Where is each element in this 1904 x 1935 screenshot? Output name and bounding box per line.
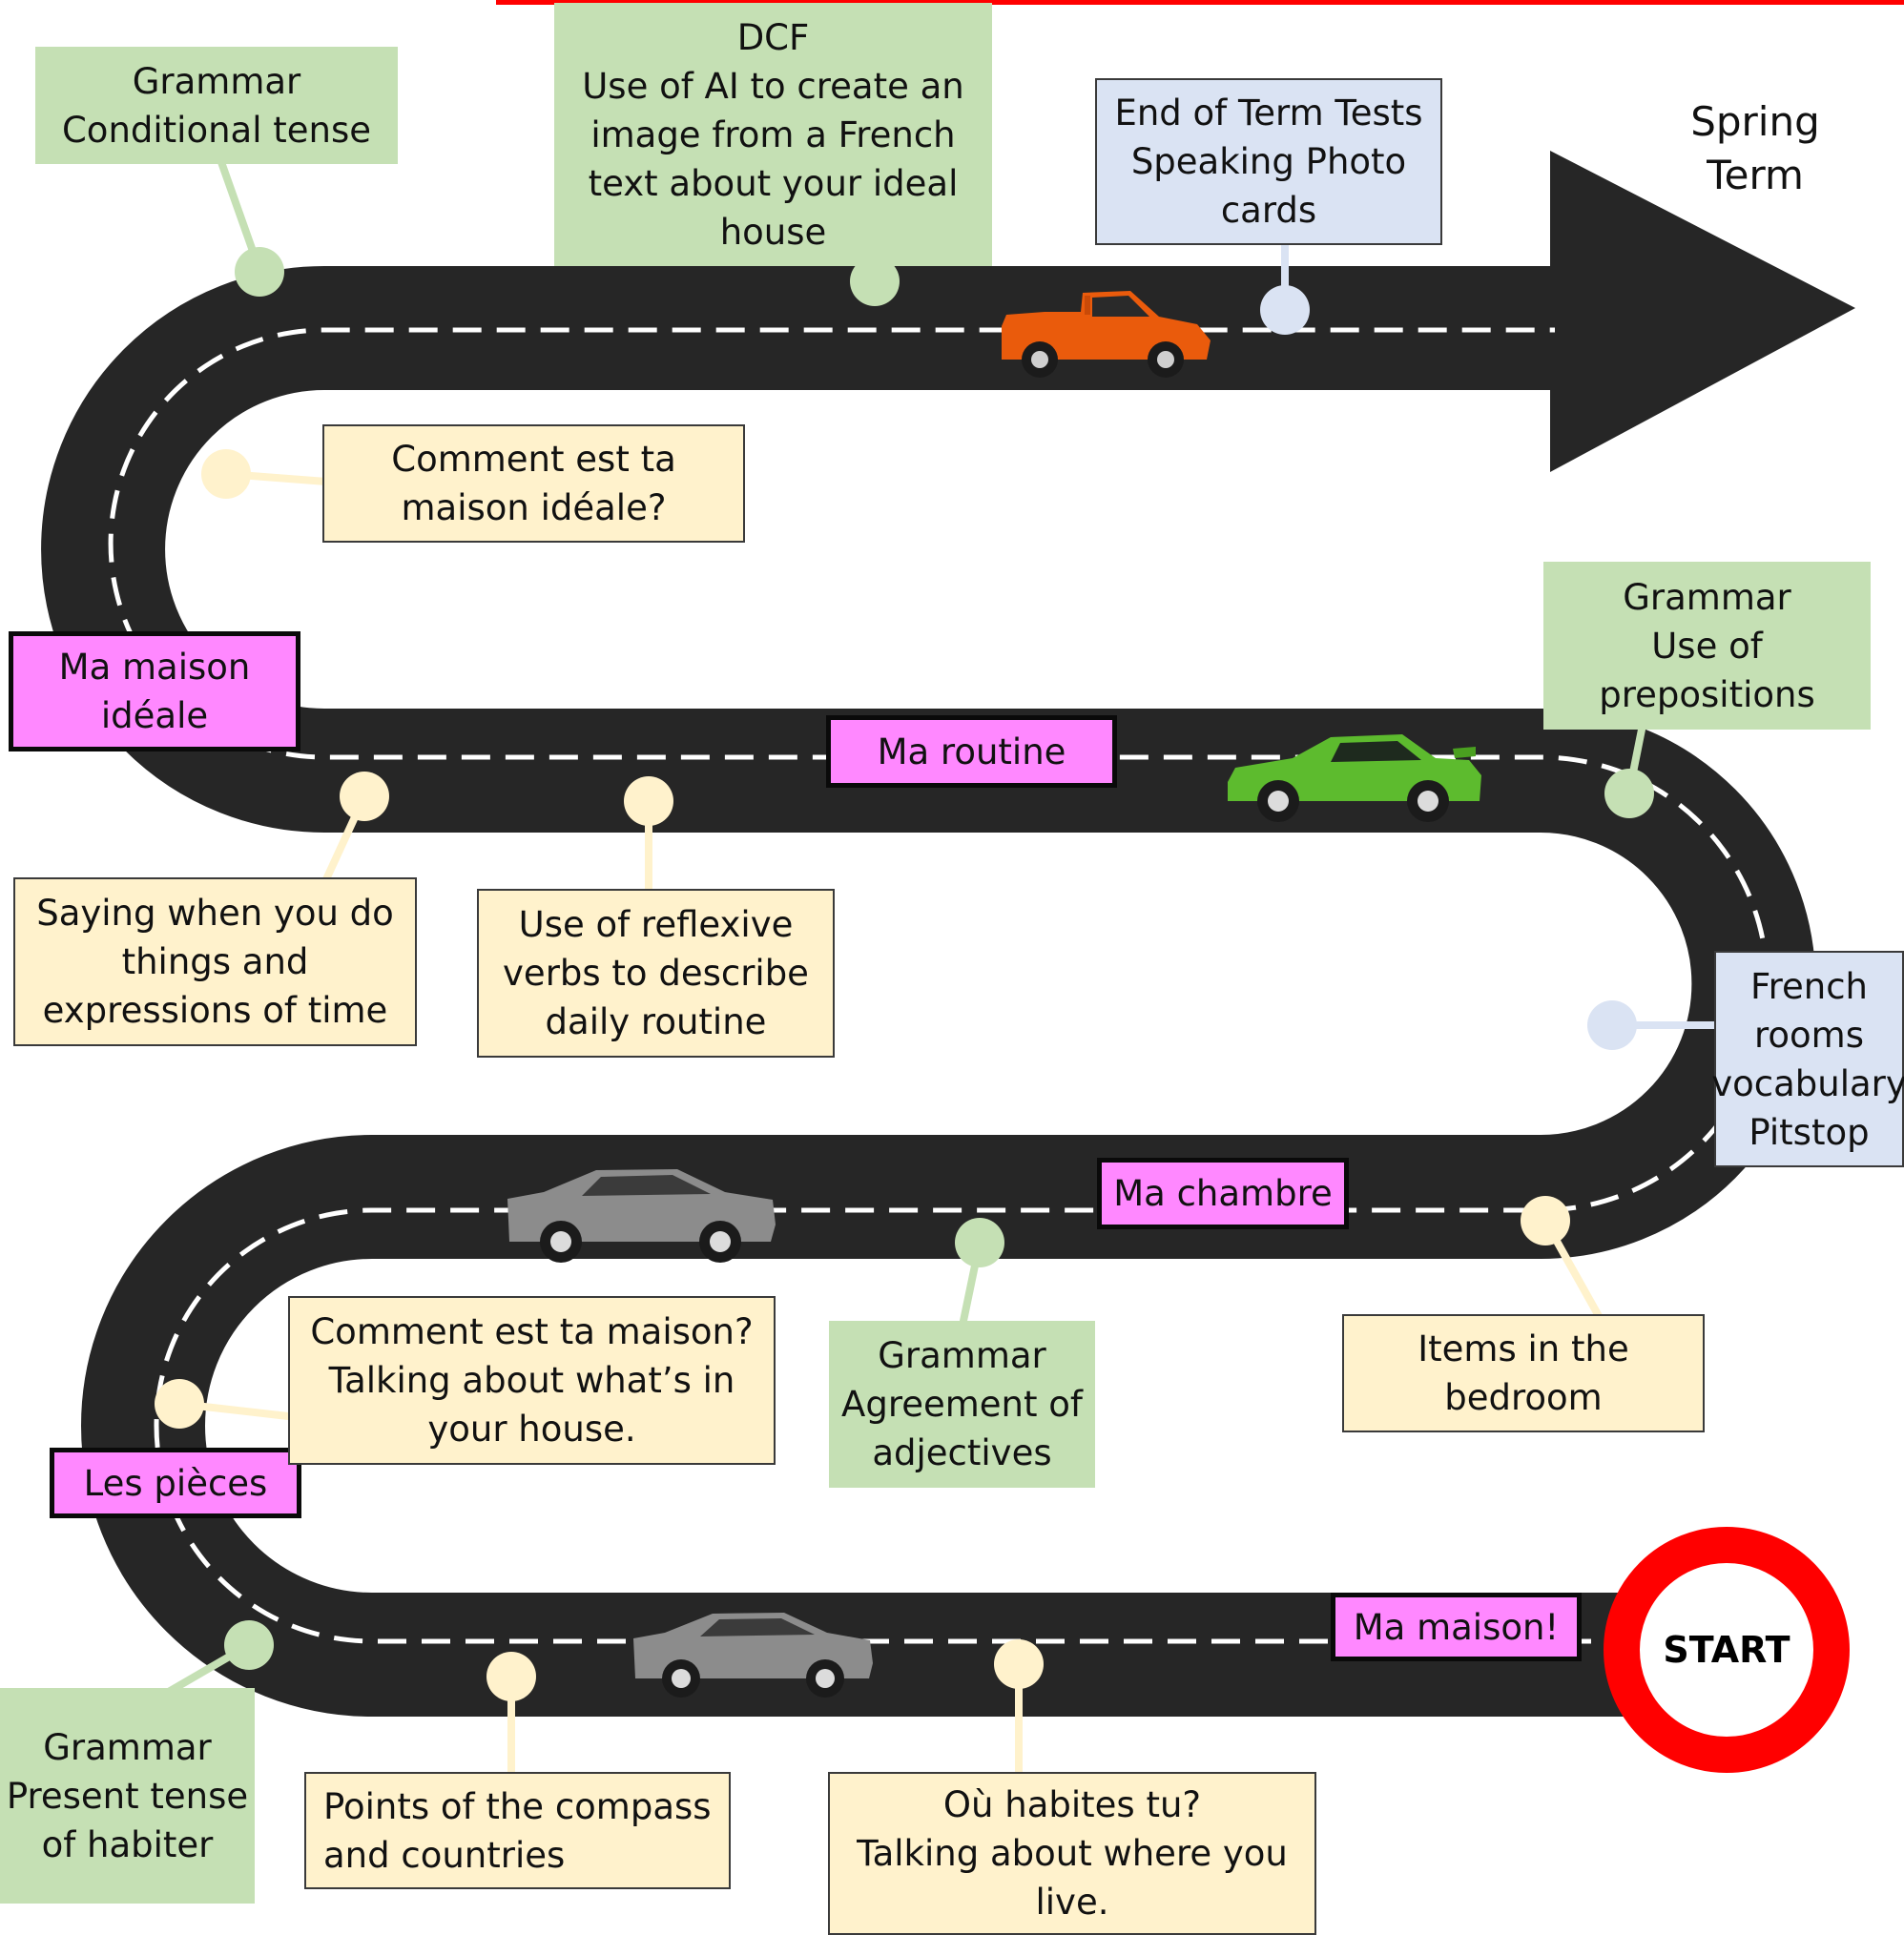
topic-items-in-bedroom: Items in the bedroom: [1342, 1314, 1705, 1432]
topic-present-tense-habiter: Grammar Present tense of habiter: [0, 1688, 255, 1904]
milestone-dot: [486, 1652, 536, 1701]
topic-rooms-vocabulary-pitstop: French rooms vocabulary Pitstop: [1711, 951, 1904, 1167]
unit-ma-maison-ideale: Ma maison idéale: [9, 631, 300, 751]
topic-agreement-adjectives: Grammar Agreement of adjectives: [829, 1321, 1095, 1488]
milestone-dot: [235, 247, 284, 297]
topic-expressions-of-time: Saying when you do things and expression…: [13, 877, 417, 1046]
start-ring: [1604, 1527, 1850, 1773]
milestone-dot: [850, 257, 900, 306]
milestone-dot: [155, 1379, 204, 1429]
topic-end-of-term-tests: End of Term Tests Speaking Photo cards: [1095, 78, 1442, 245]
topic-comment-est-ta-maison-ideale: Comment est ta maison idéale?: [322, 424, 745, 543]
milestone-dot: [955, 1218, 1004, 1267]
milestone-dot: [994, 1639, 1044, 1689]
sedan-car-icon: [507, 1169, 776, 1263]
road-arrowhead: [1550, 151, 1855, 472]
sports-car-icon: [1228, 734, 1481, 822]
topic-use-of-prepositions: Grammar Use of prepositions: [1543, 562, 1871, 730]
unit-ma-routine: Ma routine: [826, 715, 1117, 788]
pickup-truck-icon: [1002, 291, 1211, 378]
milestone-dot: [1587, 1000, 1637, 1050]
unit-les-pieces: Les pièces: [50, 1448, 301, 1518]
milestone-dot: [1604, 769, 1654, 818]
topic-dcf-ai-image: DCF Use of AI to create an image from a …: [554, 3, 992, 266]
unit-ma-chambre: Ma chambre: [1097, 1158, 1349, 1229]
topic-reflexive-verbs: Use of reflexive verbs to describe daily…: [477, 889, 835, 1058]
start-label: START: [1663, 1629, 1790, 1671]
topic-conditional-tense: Grammar Conditional tense: [35, 47, 398, 164]
finish-label: Spring Term: [1690, 98, 1820, 198]
milestone-dot: [340, 772, 389, 821]
lane-marking: [108, 327, 1769, 1644]
milestone-dot: [224, 1620, 274, 1670]
milestone-dot: [1260, 285, 1310, 335]
milestone-dot: [624, 776, 673, 826]
unit-ma-maison: Ma maison!: [1331, 1593, 1582, 1661]
topic-points-of-compass: Points of the compass and countries: [304, 1772, 731, 1889]
milestone-dot: [1521, 1196, 1570, 1245]
topic-comment-est-ta-maison: Comment est ta maison? Talking about wha…: [288, 1296, 776, 1465]
milestone-dot: [201, 449, 251, 499]
topic-ou-habites-tu: Où habites tu? Talking about where you l…: [828, 1772, 1316, 1935]
sedan-car-icon: [633, 1613, 873, 1698]
